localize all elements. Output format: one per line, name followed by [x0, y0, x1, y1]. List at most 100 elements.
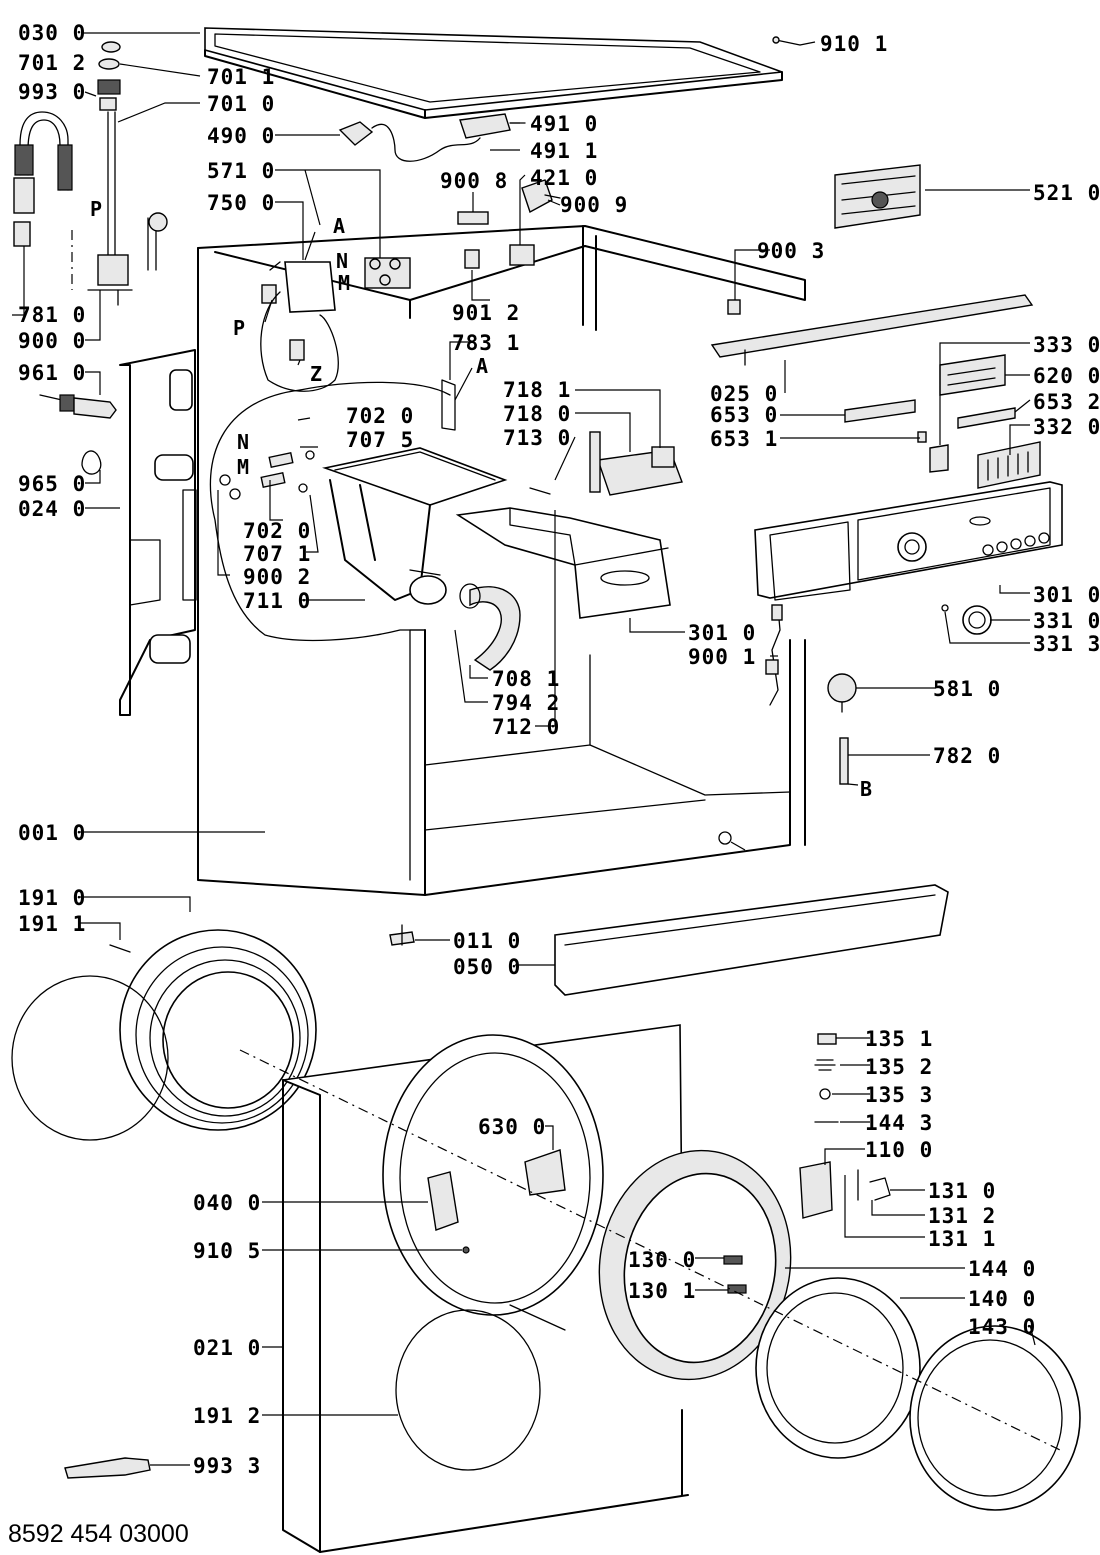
program-knob-331 — [941, 604, 992, 635]
callout-491-0: 491 0 — [530, 112, 598, 136]
callout-140-0: 140 0 — [968, 1287, 1036, 1311]
front-panel-021 — [282, 1024, 689, 1553]
callout-701-0: 701 0 — [207, 92, 275, 116]
callout-711-0: 711 0 — [243, 589, 311, 613]
callout-750-0: 750 0 — [207, 191, 275, 215]
marker-n-valve: N — [237, 430, 249, 454]
pipe-783 — [441, 379, 456, 431]
callout-993-0: 993 0 — [18, 80, 86, 104]
callout-702-0-a: 702 0 — [346, 404, 414, 428]
callout-701-2: 701 2 — [18, 51, 86, 75]
callout-900-2: 900 2 — [243, 565, 311, 589]
wire-harness-900-1 — [765, 604, 783, 706]
callout-910-1: 910 1 — [820, 32, 888, 56]
callout-491-1: 491 1 — [530, 139, 598, 163]
callout-332-0: 332 0 — [1033, 415, 1100, 439]
callout-110-0: 110 0 — [865, 1138, 933, 1162]
drawing-code: 8592 454 03000 — [8, 1520, 189, 1548]
callout-961-0: 961 0 — [18, 361, 86, 385]
door-gasket-191 — [11, 929, 317, 1141]
bellows-hose-794 — [459, 583, 521, 671]
callout-993-3: 993 3 — [193, 1454, 261, 1478]
callout-331-3: 331 3 — [1033, 632, 1100, 656]
door-axis — [239, 1049, 1061, 1451]
callout-191-2: 191 2 — [193, 1404, 261, 1428]
spring-191-2 — [509, 1304, 566, 1331]
callout-040-0: 040 0 — [193, 1191, 261, 1215]
callout-144-0: 144 0 — [968, 1257, 1036, 1281]
callout-900-0: 900 0 — [18, 329, 86, 353]
dispenser-drawer-301 — [455, 507, 671, 619]
callout-713-0: 713 0 — [503, 426, 571, 450]
marker-p-box: P — [233, 316, 245, 340]
callout-135-3: 135 3 — [865, 1083, 933, 1107]
callout-783-1: 783 1 — [452, 331, 520, 355]
handle-110 — [799, 1161, 891, 1219]
connector-901-2 — [464, 244, 535, 269]
callout-144-3: 144 3 — [865, 1111, 933, 1135]
pcb-620 — [939, 354, 1006, 396]
callout-712-0: 712 0 — [492, 715, 560, 739]
callout-521-0: 521 0 — [1033, 181, 1100, 205]
screw-910-5 — [462, 1246, 470, 1254]
small-parts-135-144 — [814, 1033, 839, 1123]
marker-z: Z — [310, 362, 322, 386]
marker-a-top: A — [333, 214, 345, 238]
door-glass-140 — [755, 1277, 921, 1459]
inlet-valve-assembly — [87, 41, 168, 306]
letter-markers: P A N M P Z A N M B — [90, 197, 872, 801]
switch-653-1 — [917, 431, 949, 473]
marker-m-valve: M — [237, 455, 249, 479]
valve-parts-702-707 — [219, 450, 315, 500]
door-frame-130 — [598, 1149, 792, 1381]
callout-421-0: 421 0 — [530, 166, 598, 190]
callout-labels: 030 0 701 2 993 0 701 1 701 0 490 0 571 … — [18, 21, 1100, 1478]
clip-900-3 — [727, 299, 741, 315]
callout-707-1: 707 1 — [243, 542, 311, 566]
pressure-box-750 — [260, 261, 339, 392]
dispenser-housing-711 — [322, 447, 508, 605]
marker-p-hose: P — [90, 197, 102, 221]
fill-hose-993-0 — [13, 111, 73, 247]
callout-191-0: 191 0 — [18, 886, 86, 910]
solenoid-valve-571 — [364, 257, 411, 289]
callout-965-0: 965 0 — [18, 472, 86, 496]
led-strip-653 — [844, 399, 1016, 429]
callout-781-0: 781 0 — [18, 303, 86, 327]
callout-718-0: 718 0 — [503, 402, 571, 426]
callout-301-0-a: 301 0 — [1033, 583, 1100, 607]
callout-707-5: 707 5 — [346, 428, 414, 452]
callout-653-1: 653 1 — [710, 427, 778, 451]
door-lock-421 — [521, 179, 561, 214]
callout-630-0: 630 0 — [478, 1115, 546, 1139]
hinge-040 — [427, 1171, 459, 1231]
foot-011 — [389, 924, 415, 946]
callout-135-1: 135 1 — [865, 1027, 933, 1051]
kick-plate-050 — [554, 884, 949, 996]
callout-030-0: 030 0 — [18, 21, 86, 45]
callout-794-2: 794 2 — [492, 691, 560, 715]
dispenser-pump-961 — [39, 394, 117, 419]
interlock-900-8 — [457, 211, 489, 225]
callout-782-0: 782 0 — [933, 744, 1001, 768]
callout-900-8: 900 8 — [440, 169, 508, 193]
callout-910-5: 910 5 — [193, 1239, 261, 1263]
leader-lines — [12, 32, 1036, 1466]
callout-702-0-b: 702 0 — [243, 519, 311, 543]
cabinet — [197, 225, 806, 896]
callout-900-9: 900 9 — [560, 193, 628, 217]
callout-131-2: 131 2 — [928, 1204, 996, 1228]
screw-910-1 — [772, 36, 801, 46]
callout-901-2: 901 2 — [452, 301, 520, 325]
callout-025-0: 025 0 — [710, 382, 778, 406]
marker-m-top: M — [338, 271, 350, 295]
callout-900-1: 900 1 — [688, 645, 756, 669]
clip-965 — [81, 450, 102, 475]
callout-191-1: 191 1 — [18, 912, 86, 936]
marker-b: B — [860, 777, 872, 801]
siphon-718 — [589, 431, 683, 496]
callout-130-1: 130 1 — [628, 1279, 696, 1303]
pressure-switch-581 — [827, 673, 857, 713]
